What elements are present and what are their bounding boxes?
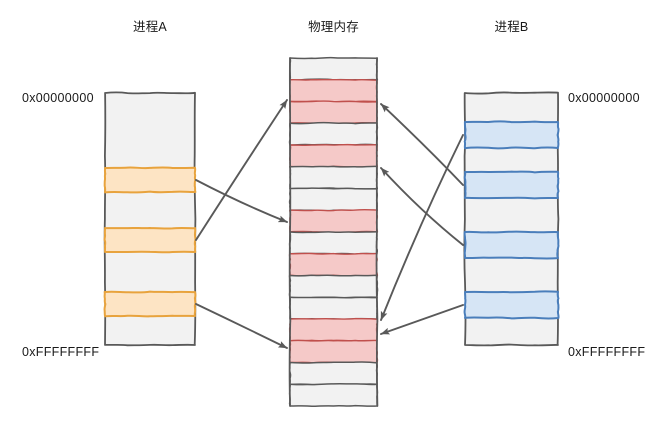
physical-memory-row-12 bbox=[288, 317, 379, 342]
process-a-mapped-page-1-outline bbox=[103, 226, 197, 254]
process-b-mapped-page-3-outline bbox=[463, 290, 560, 320]
process-b-mapped-page-0-outline bbox=[463, 120, 560, 150]
physical-memory-row-14-outline bbox=[288, 361, 379, 386]
process-a-column bbox=[103, 91, 197, 347]
address-label-a-bottom: 0xFFFFFFFF bbox=[22, 345, 100, 359]
physical-memory-row-15-outline bbox=[288, 383, 379, 408]
mapping-arrow-b1 bbox=[380, 103, 464, 186]
physical-memory-row-0 bbox=[289, 56, 379, 82]
column-title-physical-memory: 物理内存 bbox=[308, 20, 359, 34]
column-title-process-b: 进程B bbox=[494, 20, 529, 34]
physical-memory-row-1 bbox=[288, 78, 378, 103]
mapping-arrow-a2 bbox=[195, 303, 288, 349]
physical-memory-row-1-outline bbox=[288, 78, 378, 103]
physical-memory-row-3 bbox=[288, 121, 379, 146]
physical-memory-row-13-outline bbox=[288, 339, 379, 364]
address-label-a-top: 0x00000000 bbox=[22, 91, 94, 105]
process-b-column bbox=[463, 91, 560, 347]
physical-memory-row-4-outline bbox=[288, 143, 378, 168]
physical-memory-row-2 bbox=[289, 100, 378, 125]
address-label-b-bottom: 0xFFFFFFFF bbox=[568, 345, 646, 359]
physical-memory-row-4 bbox=[288, 143, 378, 168]
physical-memory-row-3-outline bbox=[288, 121, 379, 146]
mapping-arrow-a0 bbox=[195, 179, 288, 223]
process-a-mapped-page-2-outline bbox=[103, 290, 197, 318]
process-a-mapped-page-0 bbox=[103, 166, 197, 194]
process-b-mapped-page-2 bbox=[463, 230, 560, 260]
physical-memory-row-10 bbox=[288, 274, 379, 299]
mapping-arrow-b2 bbox=[380, 167, 464, 246]
physical-memory-column bbox=[288, 56, 379, 408]
process-b-mapped-page-0 bbox=[463, 120, 560, 150]
process-a-box bbox=[103, 91, 197, 347]
physical-memory-row-2-outline bbox=[289, 100, 378, 125]
process-b-mapped-page-3 bbox=[463, 290, 560, 320]
physical-memory-row-6-outline bbox=[288, 187, 379, 212]
address-label-b-top: 0x00000000 bbox=[568, 91, 640, 105]
physical-memory-row-13 bbox=[288, 339, 379, 364]
mapping-arrows bbox=[195, 99, 464, 349]
physical-memory-row-14 bbox=[288, 361, 379, 386]
diagram-shapes bbox=[103, 56, 560, 408]
physical-memory-row-7 bbox=[288, 208, 379, 234]
process-b-mapped-page-1 bbox=[463, 170, 560, 200]
mapping-arrow-b0 bbox=[380, 134, 464, 321]
process-b-box-outline bbox=[463, 91, 560, 347]
mapping-arrow-b3 bbox=[380, 304, 464, 335]
physical-memory-row-0-outline bbox=[289, 56, 379, 82]
physical-memory-row-5-outline bbox=[289, 165, 379, 190]
physical-memory-row-12-outline bbox=[288, 317, 379, 342]
physical-memory-row-15 bbox=[288, 383, 379, 408]
physical-memory-row-11 bbox=[288, 296, 378, 321]
physical-memory-row-8 bbox=[288, 231, 379, 255]
process-b-mapped-page-1-outline bbox=[463, 170, 560, 200]
physical-memory-row-9 bbox=[288, 252, 379, 277]
physical-memory-row-9-outline bbox=[288, 252, 379, 277]
physical-memory-row-11-outline bbox=[288, 296, 378, 321]
physical-memory-frame bbox=[288, 57, 379, 407]
physical-memory-row-6 bbox=[288, 187, 379, 212]
physical-memory-row-10-outline bbox=[288, 274, 379, 299]
physical-memory-row-5 bbox=[289, 165, 379, 190]
physical-memory-row-8-outline bbox=[288, 231, 379, 255]
column-title-process-a: 进程A bbox=[133, 20, 167, 34]
process-a-mapped-page-1 bbox=[103, 226, 197, 254]
process-b-box bbox=[463, 91, 560, 347]
mapping-arrow-a1 bbox=[195, 99, 288, 241]
process-a-box-outline bbox=[103, 91, 197, 347]
process-a-mapped-page-2 bbox=[103, 290, 197, 318]
process-a-mapped-page-0-outline bbox=[103, 166, 197, 194]
physical-memory-row-7-outline bbox=[288, 208, 379, 234]
process-b-mapped-page-2-outline bbox=[463, 230, 560, 260]
